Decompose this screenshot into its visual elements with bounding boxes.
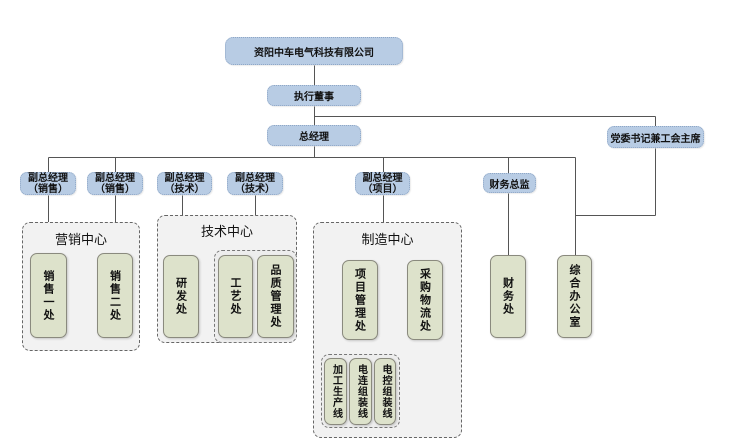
production-line-machining-label: 加工生产线 — [330, 364, 342, 419]
general-manager-box: 总经理 — [267, 125, 361, 146]
finance-dept-label: 财务处 — [501, 277, 515, 316]
party-secretary-box: 党委书记兼工会主席 — [607, 126, 704, 148]
executive-director-box: 执行董事 — [267, 85, 361, 106]
process-dept: 工艺处 — [218, 255, 253, 338]
deputy-gm-sales-1: 副总经理 （销售） — [20, 172, 76, 195]
project-mgmt-dept-label: 项目管理处 — [353, 267, 367, 333]
general-office: 综合办公室 — [557, 255, 592, 338]
deputy-area: （项目） — [362, 183, 403, 195]
general-manager-label: 总经理 — [299, 132, 329, 143]
quality-dept-label: 品质管理处 — [269, 264, 282, 329]
process-dept-label: 工艺处 — [229, 277, 242, 316]
procurement-logistics-dept: 采购物流处 — [407, 260, 443, 340]
production-line-electrical-control-label: 电控组装线 — [380, 364, 391, 419]
deputy-gm-tech-2: 副总经理 （技术） — [227, 172, 283, 195]
deputy-area: （技术） — [164, 183, 205, 195]
deputy-gm-tech-1: 副总经理 （技术） — [157, 172, 212, 195]
finance-director-label: 财务总监 — [489, 179, 530, 191]
party-secretary-label: 党委书记兼工会主席 — [610, 133, 701, 145]
sales-dept-1: 销售一处 — [30, 253, 67, 338]
company-box: 资阳中车电气科技有限公司 — [225, 37, 403, 65]
deputy-title: 副总经理 — [235, 172, 275, 184]
production-line-electrical-connection: 电连组装线 — [349, 358, 372, 425]
manufacturing-center-title: 制造中心 — [361, 233, 414, 248]
sales-dept-1-label: 销售一处 — [42, 269, 55, 322]
finance-dept: 财务处 — [490, 255, 526, 338]
sales-dept-2: 销售二处 — [97, 253, 133, 338]
deputy-area: （销售） — [28, 183, 68, 195]
production-line-electrical-connection-label: 电连组装线 — [355, 364, 367, 419]
production-line-machining: 加工生产线 — [324, 358, 347, 425]
quality-dept: 品质管理处 — [257, 255, 294, 338]
technology-center-title: 技术中心 — [200, 225, 253, 240]
rd-dept-label: 研发处 — [174, 277, 188, 316]
sales-dept-2-label: 销售二处 — [108, 269, 122, 322]
rd-dept: 研发处 — [163, 255, 199, 338]
deputy-gm-sales-2: 副总经理 （销售） — [87, 172, 143, 195]
deputy-area: （销售） — [95, 183, 135, 195]
general-office-label: 综合办公室 — [568, 264, 581, 329]
deputy-area: （技术） — [235, 183, 275, 195]
deputy-title: 副总经理 — [164, 172, 205, 184]
production-line-electrical-control: 电控组装线 — [374, 358, 396, 425]
deputy-title: 副总经理 — [362, 172, 403, 184]
finance-director-box: 财务总监 — [483, 173, 536, 193]
company-name: 资阳中车电气科技有限公司 — [254, 47, 374, 59]
project-mgmt-dept: 项目管理处 — [342, 260, 378, 340]
deputy-title: 副总经理 — [28, 172, 68, 184]
deputy-gm-project: 副总经理 （项目） — [355, 172, 410, 195]
marketing-center-title: 营销中心 — [54, 233, 107, 248]
deputy-title: 副总经理 — [95, 172, 135, 184]
executive-director-label: 执行董事 — [294, 92, 334, 103]
procurement-logistics-dept-label: 采购物流处 — [418, 267, 432, 333]
